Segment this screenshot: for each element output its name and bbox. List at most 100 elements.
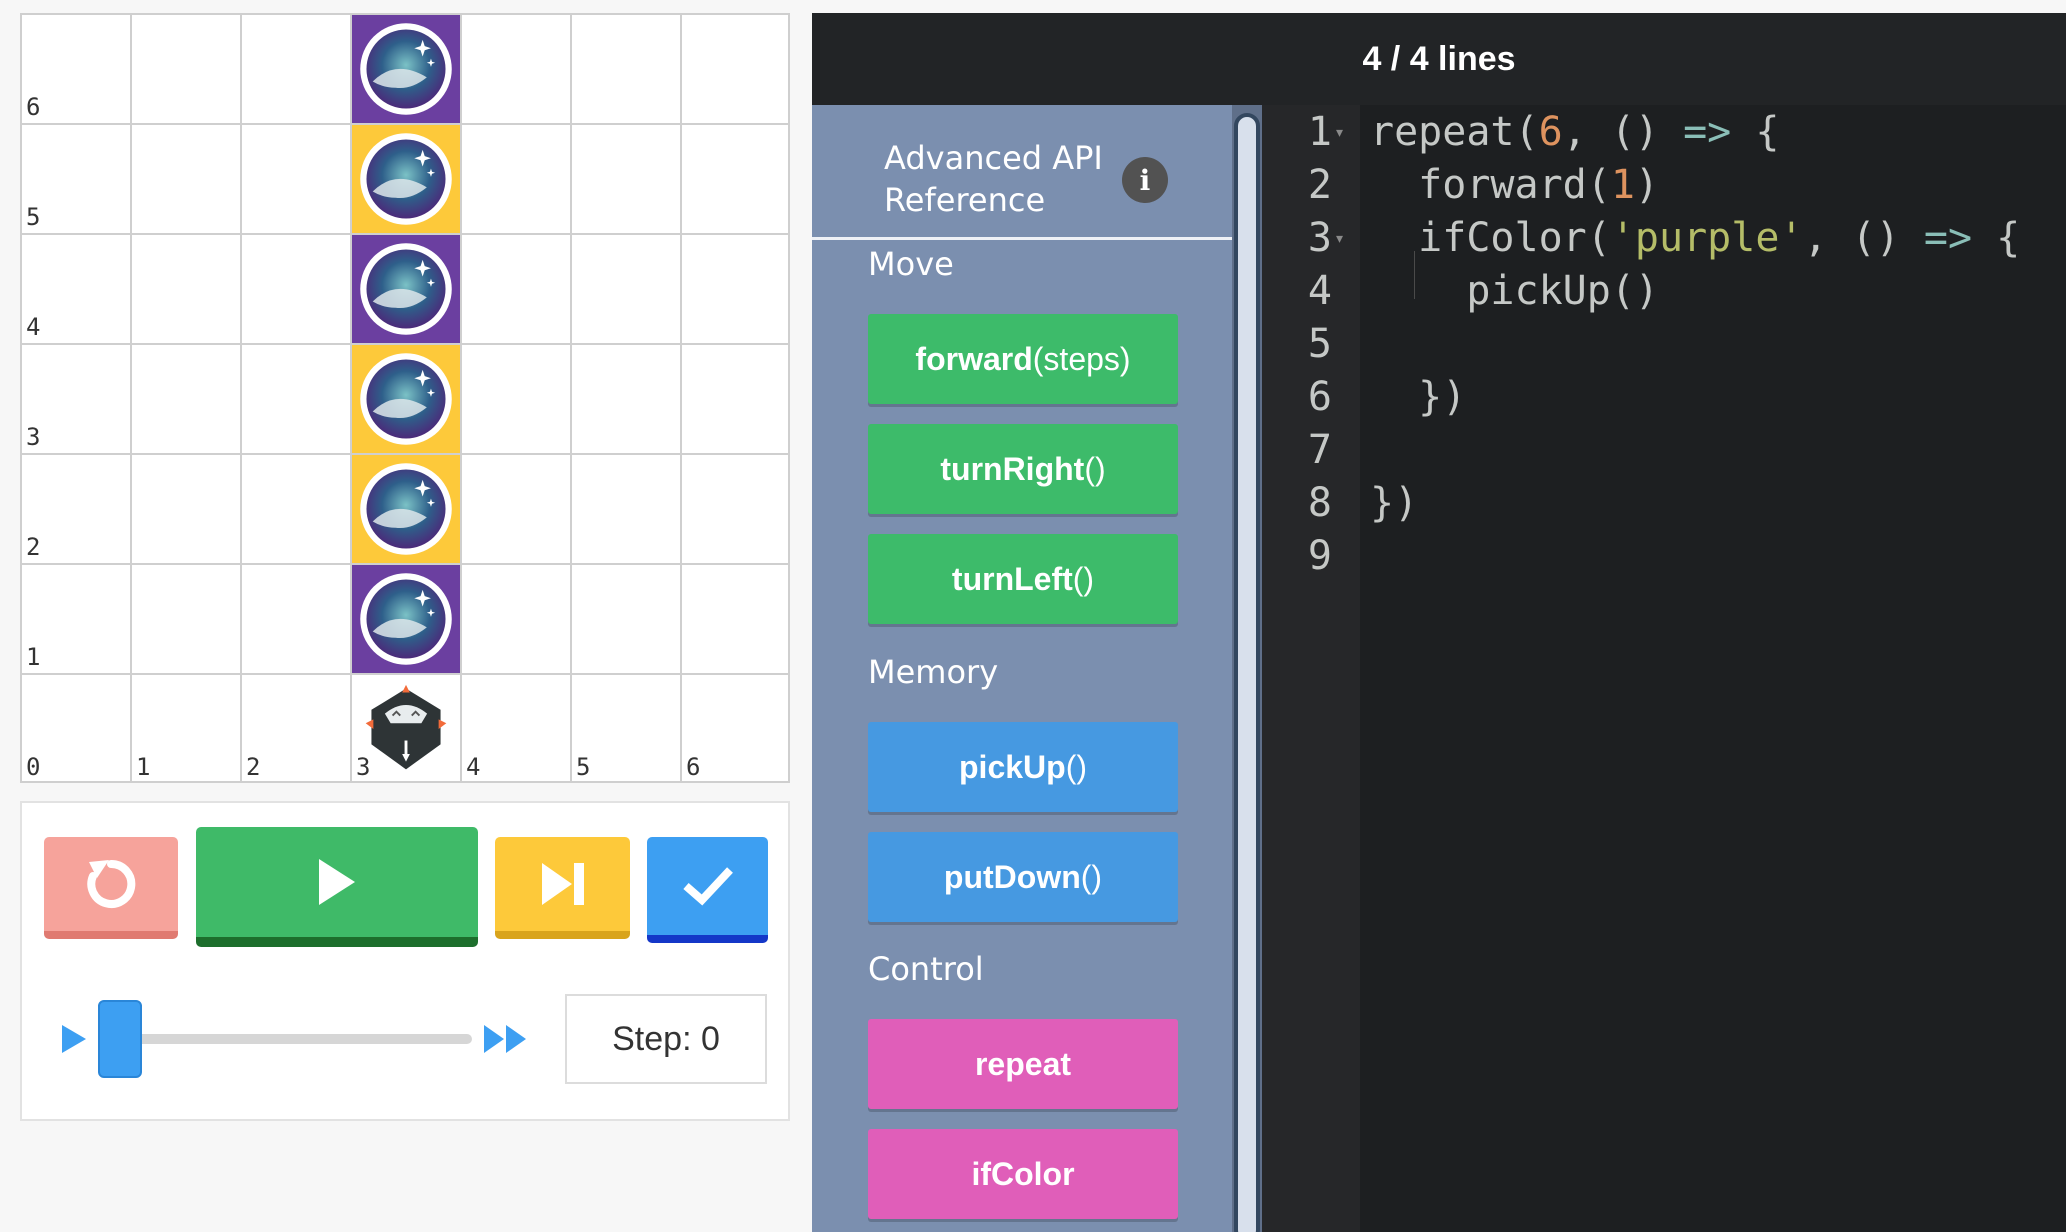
code-token: forward( bbox=[1370, 162, 1611, 208]
api-button-name: ifColor bbox=[971, 1155, 1075, 1192]
code-string: 'purple' bbox=[1610, 215, 1804, 261]
fast-speed-icon bbox=[484, 1025, 526, 1053]
code-line-1: repeat(6, () => { bbox=[1370, 109, 1779, 155]
code-line-4: pickUp() bbox=[1370, 268, 1659, 314]
line-number: 9 bbox=[1307, 533, 1332, 579]
api-button-name: turnLeft bbox=[951, 560, 1073, 597]
grid-tile-purple bbox=[352, 565, 460, 673]
col-label: 2 bbox=[246, 753, 261, 781]
grid-line bbox=[460, 15, 462, 781]
api-turnright-button[interactable]: turnRight() bbox=[868, 424, 1178, 514]
game-grid: 6 5 4 3 2 1 0 1 2 3 4 5 6 bbox=[20, 13, 790, 783]
fold-arrow-icon[interactable]: ▾ bbox=[1336, 231, 1344, 247]
api-button-args: () bbox=[1072, 560, 1095, 597]
api-button-name: putDown bbox=[943, 858, 1081, 895]
grid-line bbox=[240, 15, 242, 781]
category-move: Move bbox=[868, 245, 954, 283]
step-button[interactable] bbox=[495, 837, 630, 939]
crystal-ball-icon bbox=[360, 243, 452, 335]
api-button-name: forward bbox=[915, 340, 1033, 377]
api-pickup-button[interactable]: pickUp() bbox=[868, 722, 1178, 812]
info-icon[interactable]: i bbox=[1122, 157, 1168, 203]
grid-line bbox=[130, 15, 132, 781]
api-ifcolor-button[interactable]: ifColor bbox=[868, 1129, 1178, 1219]
line-number: 8 bbox=[1307, 480, 1332, 526]
grid-line bbox=[350, 15, 352, 781]
col-label: 3 bbox=[356, 753, 371, 781]
code-token: { bbox=[1731, 109, 1780, 155]
grid-tile-yellow bbox=[352, 125, 460, 233]
code-number: 6 bbox=[1538, 109, 1563, 155]
category-memory: Memory bbox=[868, 653, 999, 691]
col-label: 6 bbox=[686, 753, 701, 781]
api-button-name: turnRight bbox=[940, 450, 1085, 487]
grid-line bbox=[22, 123, 788, 125]
line-count-header: 4 / 4 lines bbox=[812, 13, 2066, 105]
indent-guide bbox=[1414, 251, 1415, 299]
grid-line bbox=[680, 15, 682, 781]
grid-line bbox=[22, 563, 788, 565]
code-token: { bbox=[1972, 215, 2021, 261]
crystal-ball-icon bbox=[360, 23, 452, 115]
fold-arrow-icon[interactable]: ▾ bbox=[1336, 125, 1344, 141]
row-label: 4 bbox=[26, 313, 41, 341]
code-token: ifColor( bbox=[1370, 215, 1611, 261]
api-button-args: () bbox=[1065, 748, 1087, 785]
code-line-6: }) bbox=[1370, 374, 1467, 420]
row-label: 1 bbox=[26, 643, 41, 671]
code-line-8: }) bbox=[1370, 480, 1419, 526]
speed-slider-track[interactable] bbox=[122, 1034, 472, 1044]
grid-line bbox=[570, 15, 572, 781]
api-forward-button[interactable]: forward(steps) bbox=[868, 314, 1178, 404]
grid-line bbox=[22, 343, 788, 345]
api-scrollbar-thumb[interactable] bbox=[1234, 113, 1260, 1232]
code-token: , () bbox=[1803, 215, 1924, 261]
row-label: 2 bbox=[26, 533, 41, 561]
line-number: 5 bbox=[1307, 321, 1332, 367]
api-button-args: () bbox=[1084, 450, 1106, 487]
check-icon bbox=[682, 867, 733, 906]
speed-slider-thumb[interactable] bbox=[98, 1000, 142, 1078]
api-scrollbar[interactable] bbox=[1232, 105, 1262, 1232]
code-line-2: forward(1) bbox=[1370, 162, 1659, 208]
slow-speed-icon bbox=[62, 1025, 86, 1053]
row-label: 3 bbox=[26, 423, 41, 451]
api-header: Advanced API Reference i bbox=[812, 105, 1232, 240]
line-number: 7 bbox=[1307, 427, 1332, 473]
api-button-args: (steps) bbox=[1032, 340, 1131, 377]
crystal-ball-icon bbox=[360, 133, 452, 225]
robot-icon bbox=[365, 684, 447, 770]
crystal-ball-icon bbox=[360, 573, 452, 665]
col-label: 5 bbox=[576, 753, 591, 781]
code-editor[interactable]: 1 2 3 4 5 6 7 8 9 ▾ ▾ repeat(6, () => { … bbox=[1262, 105, 2066, 1232]
api-title: Advanced API Reference bbox=[884, 139, 1103, 219]
code-operator: => bbox=[1923, 215, 1973, 261]
control-panel: Step: 0 bbox=[20, 801, 790, 1121]
grid-tile-yellow bbox=[352, 455, 460, 563]
line-number: 4 bbox=[1307, 268, 1332, 314]
api-button-name: repeat bbox=[974, 1045, 1072, 1082]
code-number: 1 bbox=[1610, 162, 1635, 208]
code-operator: => bbox=[1683, 109, 1732, 155]
code-token: ) bbox=[1634, 162, 1660, 208]
api-turnleft-button[interactable]: turnLeft() bbox=[868, 534, 1178, 624]
check-button[interactable] bbox=[647, 837, 768, 943]
grid-tile-yellow bbox=[352, 345, 460, 453]
api-panel: Advanced API Reference i Move forward(st… bbox=[812, 13, 1262, 1232]
run-button[interactable] bbox=[196, 827, 478, 947]
code-token: , () bbox=[1562, 109, 1684, 155]
api-repeat-button[interactable]: repeat bbox=[868, 1019, 1178, 1109]
line-number: 6 bbox=[1307, 374, 1332, 420]
api-putdown-button[interactable]: putDown() bbox=[868, 832, 1178, 922]
step-counter: Step: 0 bbox=[565, 994, 767, 1084]
reset-icon bbox=[87, 859, 136, 908]
category-control: Control bbox=[868, 950, 984, 988]
row-label: 0 bbox=[26, 753, 41, 781]
crystal-ball-icon bbox=[360, 353, 452, 445]
reset-button[interactable] bbox=[44, 837, 178, 939]
col-label: 1 bbox=[136, 753, 151, 781]
row-label: 5 bbox=[26, 203, 41, 231]
crystal-ball-icon bbox=[360, 463, 452, 555]
grid-line bbox=[22, 233, 788, 235]
line-number-gutter: 1 2 3 4 5 6 7 8 9 ▾ ▾ bbox=[1262, 105, 1360, 1232]
